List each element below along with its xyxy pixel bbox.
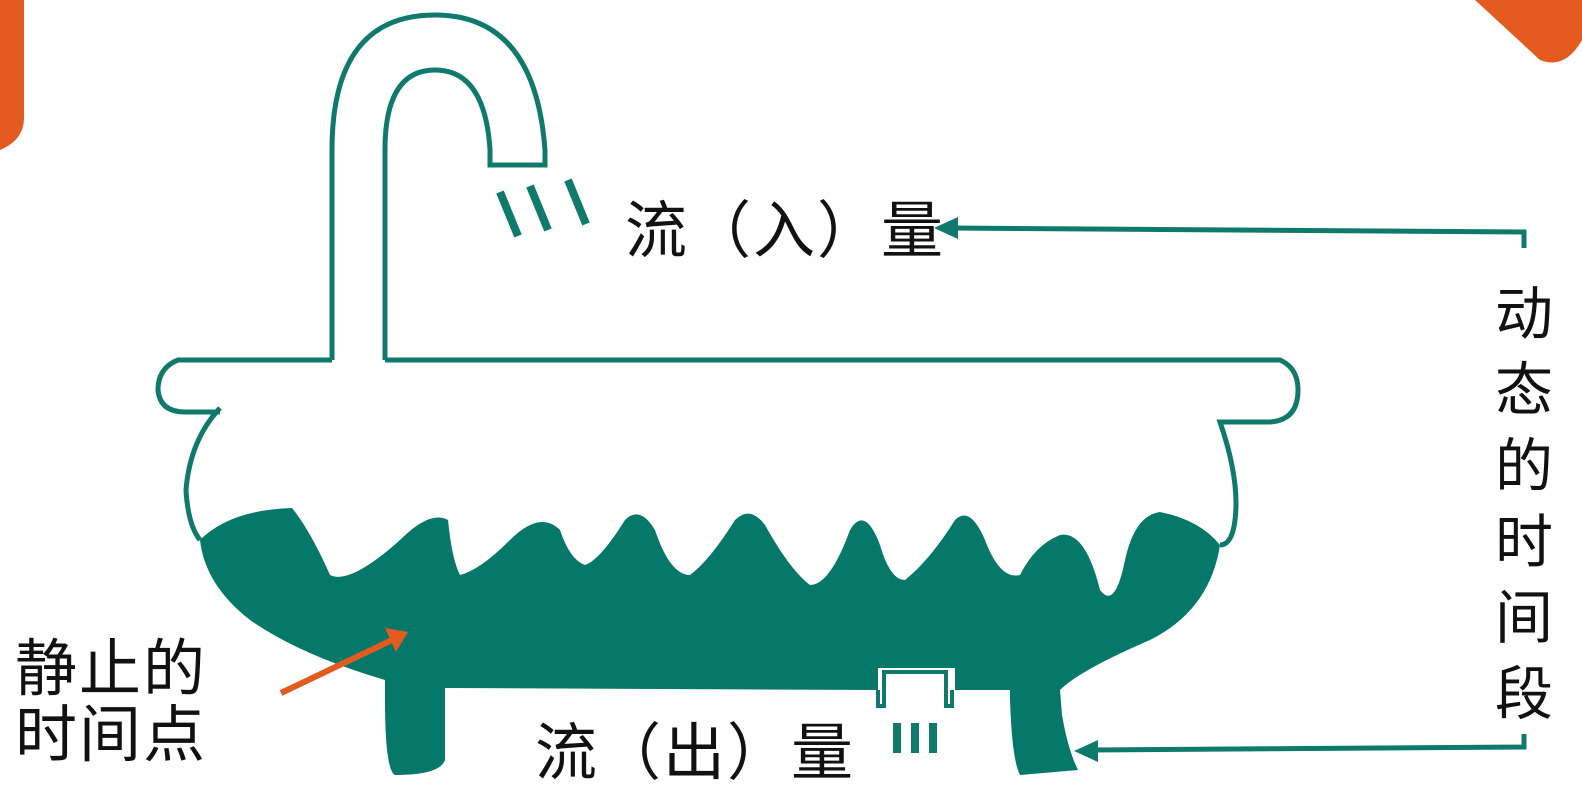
faucet-icon: [329, 12, 548, 360]
static-time-point-label: 静止的 时间点: [15, 636, 207, 768]
corner-accent-right: [1475, 0, 1582, 63]
corner-accent-left: [0, 0, 24, 150]
outflow-stream-icon: [893, 723, 937, 753]
outflow-label: 流（出）量: [535, 716, 856, 789]
outflow-arrow: [1074, 734, 1527, 762]
inflow-arrow: [934, 217, 1527, 248]
bathtub-icon: [155, 357, 1301, 548]
static-label-line-1: 静止的: [15, 632, 208, 705]
water-icon: [200, 508, 1220, 775]
static-point-arrow: [279, 628, 408, 696]
drain-icon: [884, 672, 946, 706]
inflow-label: 流（入）量: [625, 194, 946, 267]
inflow-stream-icon: [496, 178, 590, 238]
static-label-line-2: 时间点: [15, 698, 208, 771]
dynamic-time-period-label: 动态的时间段: [1494, 280, 1553, 728]
